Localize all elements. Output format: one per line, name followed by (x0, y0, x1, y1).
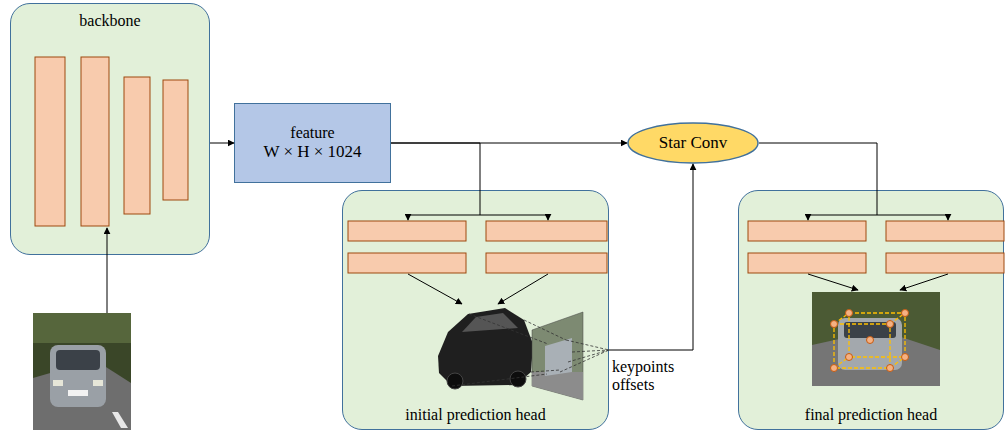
head-arrow (900, 274, 948, 290)
layer-bars (35, 57, 188, 226)
photo-ground (812, 292, 940, 386)
annotation-label: keypoints offsets (612, 358, 682, 395)
head-arrow (808, 274, 858, 290)
keypoint-dot (902, 310, 909, 317)
road-stripe (112, 412, 128, 428)
head-bar (348, 253, 466, 273)
photo-car (838, 318, 902, 370)
keypoint-dot (831, 321, 838, 328)
input-photo (33, 313, 131, 430)
head-bar (486, 253, 607, 273)
offset-line (560, 350, 609, 372)
node-title: initial prediction head (405, 405, 545, 424)
flow-arrow (759, 143, 877, 220)
head-bar (886, 221, 1004, 241)
car-window (462, 313, 518, 332)
projection-line (524, 320, 566, 340)
head-bar (486, 221, 607, 241)
input-arrow (107, 228, 108, 313)
offset-line (568, 350, 609, 362)
layer-bar (124, 77, 150, 214)
projection-line (452, 374, 547, 386)
keypoints (831, 310, 909, 372)
keypoint-dot (846, 310, 853, 317)
photo-road (532, 372, 583, 400)
box-face (849, 313, 905, 357)
photo-ground (33, 313, 131, 430)
layer-bar (163, 80, 188, 200)
branch-line (877, 215, 948, 220)
photo-car (50, 345, 106, 407)
head-bar (886, 253, 1004, 273)
flow-arrow (210, 143, 234, 144)
node-title: final prediction head (805, 405, 937, 424)
photo-trees (33, 313, 131, 343)
projection-lines (452, 314, 609, 386)
ellipse-shape (628, 123, 758, 163)
photo-windshield (56, 350, 100, 370)
keypoint-dot (887, 365, 894, 372)
offset-line (566, 340, 609, 350)
keypoint-dot (867, 337, 874, 344)
layer-bar (35, 57, 65, 226)
photo-plane (532, 312, 583, 400)
head-arrow (498, 274, 548, 304)
node-detail: W × H × 1024 (263, 142, 361, 162)
head-arrow (408, 274, 462, 304)
result-photo (812, 292, 940, 386)
head-bar (348, 221, 466, 241)
head-bar (748, 221, 866, 241)
car-wheel (447, 373, 463, 389)
keypoint-dot (831, 365, 838, 372)
head-bar (748, 253, 866, 273)
flow-arrow (391, 143, 480, 220)
box-face (834, 324, 890, 368)
operator-ellipse: Star Conv (627, 122, 759, 164)
projection-line (531, 370, 560, 372)
branch-line (480, 215, 548, 220)
photo-headlight (53, 380, 63, 386)
flow-arrow (609, 164, 693, 350)
layer-bar (81, 57, 109, 226)
photo-headlight (93, 380, 103, 386)
keypoint-dot (846, 354, 853, 361)
node-title: backbone (79, 11, 140, 30)
feature-box: featureW × H × 1024 (234, 103, 391, 183)
keypoint-dot (887, 321, 894, 328)
head-bars (348, 221, 1004, 273)
projection-line (469, 314, 548, 344)
photo-plate (68, 390, 88, 396)
box-3d (834, 313, 905, 368)
node-title: Star Conv (659, 133, 727, 153)
projected-photo (532, 312, 583, 400)
car-wheel (510, 371, 526, 387)
keypoint-dot (902, 354, 909, 361)
node-title: feature (290, 123, 334, 142)
